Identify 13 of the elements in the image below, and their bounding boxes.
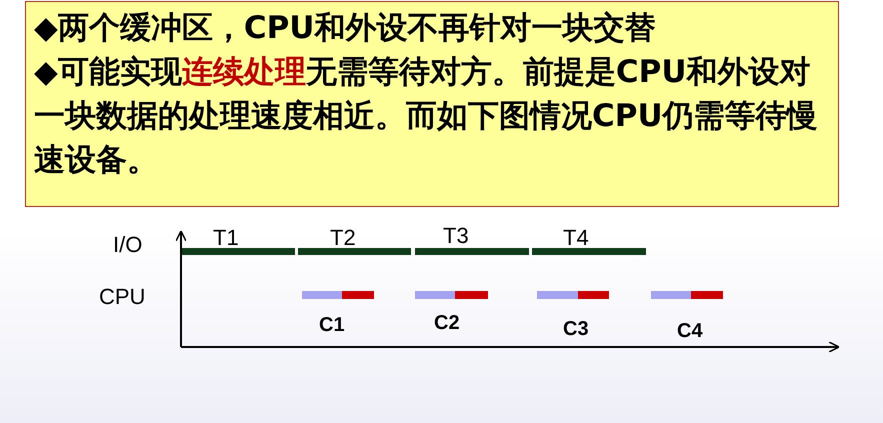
interval-label: C1 xyxy=(319,313,345,337)
text-box xyxy=(25,1,839,207)
interval-label: T2 xyxy=(330,226,356,250)
interval-label: C4 xyxy=(677,319,703,343)
bullet-text: ◆可能实现连续处理无需等待对方。前提是CPU和外设对一块数据的处理速度相近。而如下图情况CPU仍需等待慢速设备。 xyxy=(34,53,819,180)
interval-label: C3 xyxy=(563,317,589,341)
interval-label: C2 xyxy=(434,311,460,335)
bullet-text: ◆两个缓冲区，CPU和外设不再针对一块交替 xyxy=(34,9,656,48)
interval-label: T1 xyxy=(213,226,239,250)
interval-label: T4 xyxy=(563,226,589,250)
axis-label: CPU xyxy=(99,285,146,309)
interval-label: T3 xyxy=(443,224,469,248)
axis-label: I/O xyxy=(113,233,142,257)
